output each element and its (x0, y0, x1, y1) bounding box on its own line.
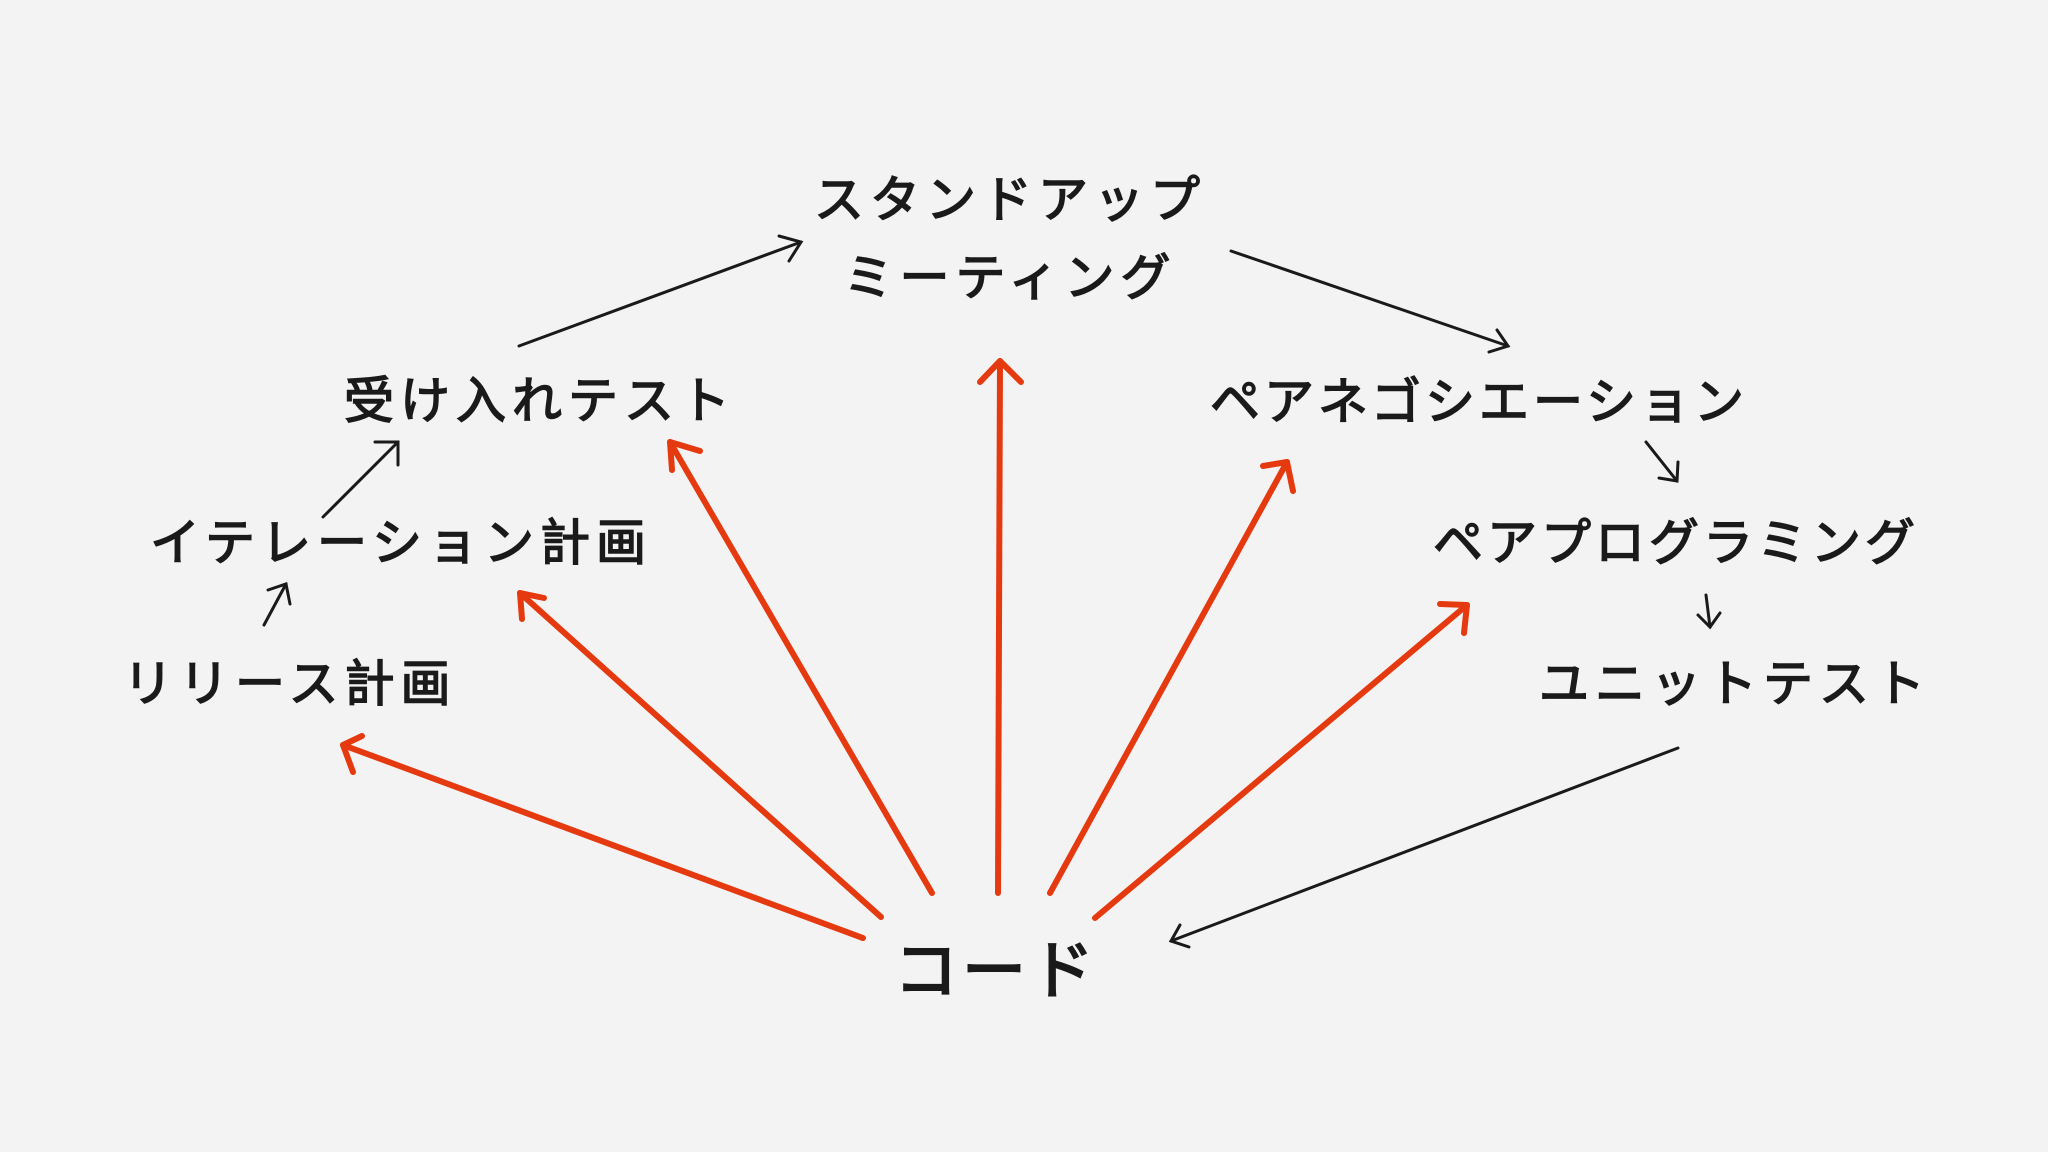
node-unit-test: ユニットテスト (1539, 655, 1931, 713)
code-arrows (340, 358, 1470, 941)
cycle-arrows (262, 234, 1722, 949)
arrow-standup-to-negotiation (1229, 249, 1511, 354)
arrow-pairprog-to-unittest (1696, 593, 1722, 630)
node-acceptance-test: 受け入れテスト (344, 372, 736, 430)
node-iteration-plan: イテレーション計画 (150, 514, 652, 572)
node-code: コード (894, 935, 1098, 1009)
arrow-code-to-iteration (517, 590, 884, 920)
arrow-code-to-release (340, 733, 866, 941)
node-standup-line1: スタンドアップ (814, 171, 1206, 229)
arrow-code-to-acceptance (667, 439, 935, 896)
node-standup-line2: ミーティング (843, 249, 1177, 307)
node-pair-programming: ペアプログラミング (1433, 514, 1919, 572)
arrow-code-to-negotiation (1047, 459, 1296, 896)
arrow-unittest-to-code (1168, 746, 1680, 949)
arrow-acceptance-to-standup (517, 234, 804, 348)
node-release-plan: リリース計画 (123, 655, 457, 713)
arrow-code-to-standup (977, 358, 1024, 896)
arrow-iteration-to-acceptance (321, 440, 400, 519)
node-pair-negotiation: ペアネゴシエーション (1210, 373, 1748, 431)
arrow-release-to-iteration (262, 582, 292, 627)
arrow-negotiation-to-pairprog (1644, 440, 1680, 483)
arrow-code-to-pairprog (1092, 601, 1470, 921)
node-standup-meeting: スタンドアップ ミーティング (800, 175, 1220, 303)
